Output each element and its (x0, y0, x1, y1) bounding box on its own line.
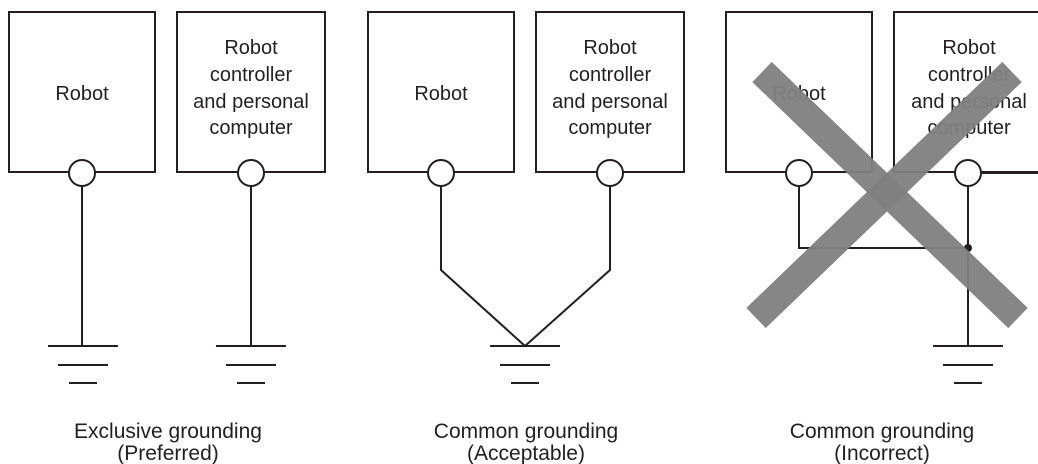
controller-box (535, 11, 685, 173)
robot-ground-terminal (785, 159, 813, 187)
controller-label-line4: computer (209, 117, 293, 139)
controller-label-line1: Robot (942, 37, 996, 59)
controller-ground-terminal (237, 159, 265, 187)
incorrect-cross-mark (746, 61, 1022, 329)
controller-label-line1: Robot (224, 37, 278, 59)
controller-box (893, 11, 1038, 173)
caption-line2: (Incorrect) (834, 442, 930, 464)
controller-label-line4: computer (568, 117, 652, 139)
panel-common-grounding-incorrect: Robot Robot controller and personal comp… (725, 11, 1038, 464)
controller-label-line1: Robot (583, 37, 637, 59)
caption-line1: Common grounding (434, 420, 618, 443)
panel-exclusive-grounding: Robot Robot controller and personal comp… (8, 11, 326, 464)
robot-box (8, 11, 156, 173)
caption-line2: (Preferred) (117, 442, 219, 464)
robot-box (367, 11, 515, 173)
caption-line2: (Acceptable) (467, 442, 585, 464)
controller-box (176, 11, 326, 173)
robot-chain-wire (798, 186, 968, 249)
robot-ground-terminal (427, 159, 455, 187)
controller-label-line3: and personal (552, 91, 668, 113)
robot-label: Robot (55, 83, 109, 105)
panel-common-grounding-acceptable: Robot Robot controller and personal comp… (367, 11, 685, 464)
controller-ground-terminal (954, 159, 982, 187)
controller-label-line3: and personal (193, 91, 309, 113)
caption-line1: Exclusive grounding (74, 420, 262, 443)
robot-ground-terminal (68, 159, 96, 187)
caption-line1: Common grounding (790, 420, 974, 443)
controller-label-line2: controller (569, 64, 652, 86)
common-ground-wire (440, 186, 611, 348)
controller-ground-terminal (596, 159, 624, 187)
controller-label-line2: controller (210, 64, 293, 86)
robot-label: Robot (414, 83, 468, 105)
